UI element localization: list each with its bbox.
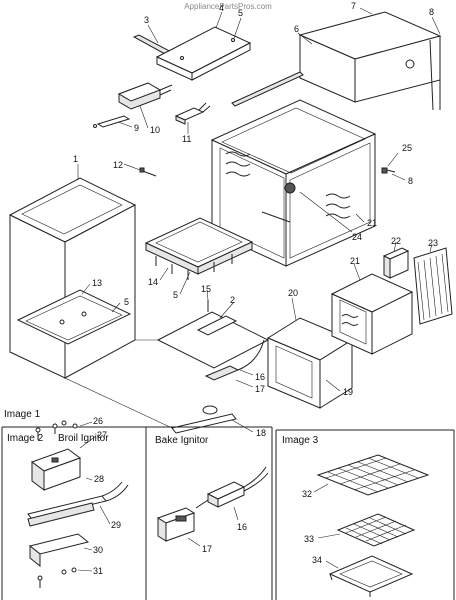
callout-5-top: 5 bbox=[238, 8, 243, 18]
part-33-broil-grid bbox=[336, 513, 416, 547]
callout-16-inset: 16 bbox=[237, 522, 247, 532]
callout-23: 23 bbox=[428, 238, 438, 248]
part-32-oven-rack bbox=[316, 454, 430, 496]
label-image-2: Image 2 bbox=[7, 433, 44, 444]
part-6-7-8-back-housing bbox=[298, 11, 442, 111]
watermark: AppliancePartsPros.com bbox=[184, 2, 272, 11]
callout-13: 13 bbox=[92, 278, 102, 288]
leader-lines bbox=[64, 7, 441, 433]
part-23-insulation bbox=[413, 247, 453, 325]
callout-15: 15 bbox=[201, 284, 211, 294]
callout-20: 20 bbox=[288, 288, 298, 298]
label-bake-ignitor: Bake Ignitor bbox=[155, 435, 209, 446]
callout-5-left: 5 bbox=[124, 297, 129, 307]
label-broil-ignitor: Broil Ignitor bbox=[58, 433, 109, 444]
part-11-connector bbox=[174, 102, 211, 125]
part-10-housing bbox=[117, 82, 173, 110]
callout-29: 29 bbox=[111, 520, 121, 530]
callout-8-top: 8 bbox=[429, 7, 434, 17]
callout-18: 18 bbox=[256, 428, 266, 438]
callout-2: 2 bbox=[230, 295, 235, 305]
part-9-bracket bbox=[93, 115, 131, 128]
callout-27: 27 bbox=[97, 430, 107, 440]
inset-image-2: Image 2 Broil Ignitor 26 27 2 bbox=[1, 416, 147, 600]
callout-11: 11 bbox=[182, 134, 191, 144]
callout-28: 28 bbox=[94, 474, 104, 484]
callout-26: 26 bbox=[93, 416, 103, 426]
callout-21-upper: 21 bbox=[367, 218, 377, 228]
part-14-bake-plate bbox=[144, 217, 254, 280]
part-1-side-panel bbox=[8, 177, 137, 379]
inset-image-3: Image 3 bbox=[275, 429, 455, 600]
callout-30: 30 bbox=[93, 545, 103, 555]
callout-5-mid: 5 bbox=[173, 290, 178, 300]
callout-16-main: 16 bbox=[255, 372, 265, 382]
part-25-clip bbox=[381, 167, 396, 174]
callout-6: 6 bbox=[294, 24, 299, 34]
callout-10: 10 bbox=[150, 125, 160, 135]
callout-3: 3 bbox=[144, 15, 149, 25]
part-2-burner-baffle bbox=[156, 300, 270, 369]
callout-19: 19 bbox=[343, 387, 353, 397]
callout-7: 7 bbox=[351, 1, 356, 11]
callout-31: 31 bbox=[93, 566, 103, 576]
callout-25: 25 bbox=[402, 143, 412, 153]
callout-33: 33 bbox=[304, 534, 314, 544]
callout-17-main: 17 bbox=[255, 384, 265, 394]
callout-21-lower: 21 bbox=[350, 256, 360, 266]
callout-1: 1 bbox=[73, 154, 78, 164]
callout-14: 14 bbox=[148, 277, 158, 287]
label-image-3: Image 3 bbox=[282, 435, 319, 446]
callout-17-inset: 17 bbox=[202, 544, 212, 554]
rail-strip bbox=[231, 71, 304, 107]
part-13-base-pan bbox=[16, 289, 132, 345]
part-22-block bbox=[382, 247, 410, 279]
callout-34: 34 bbox=[312, 555, 322, 565]
label-image-1: Image 1 bbox=[4, 409, 41, 420]
part-12-sensor bbox=[139, 167, 157, 177]
callout-32: 32 bbox=[302, 489, 312, 499]
part-4-top-cover bbox=[155, 26, 252, 81]
part-18-burner-tube bbox=[171, 405, 237, 434]
callout-22: 22 bbox=[391, 236, 401, 246]
callout-24: 24 bbox=[352, 232, 362, 242]
callout-9: 9 bbox=[134, 123, 139, 133]
part-16-17-ignitor-small bbox=[204, 339, 265, 381]
callout-4: 4 bbox=[219, 3, 224, 13]
inset-bake-ignitor: Bake Ignitor 16 17 bbox=[146, 426, 273, 600]
part-21-lower-cavity bbox=[330, 273, 414, 355]
callout-12: 12 bbox=[113, 160, 123, 170]
part-34-broil-pan bbox=[328, 555, 414, 597]
part-19-20-front-frame bbox=[266, 317, 354, 409]
callout-8-right: 8 bbox=[408, 176, 413, 186]
